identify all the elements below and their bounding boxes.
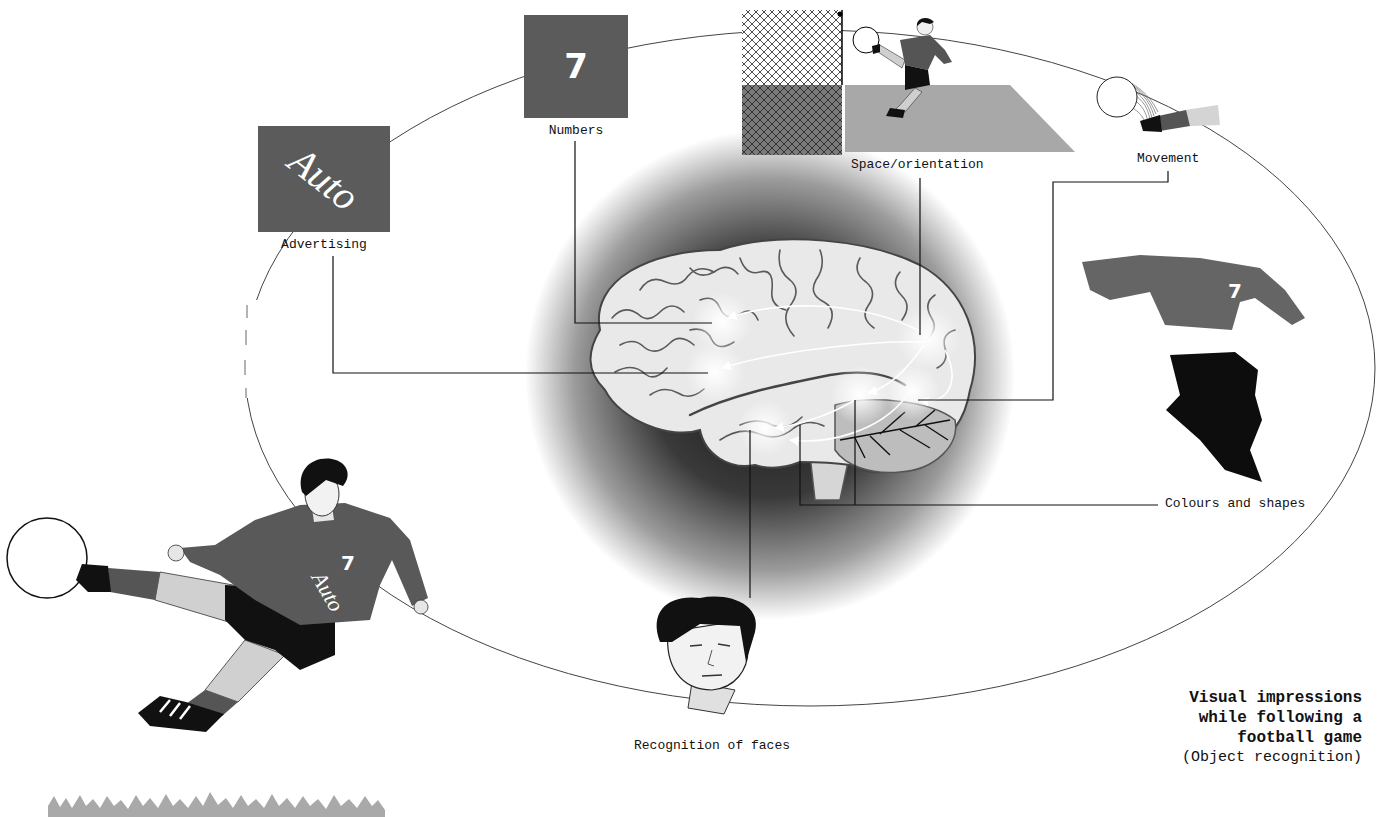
advertising-box: AutoAdvertising [258,126,390,232]
jersey-number: 7 [341,552,355,575]
football-player-part [301,459,348,496]
shirt-shape-part [1082,255,1305,330]
brain-part [590,239,974,472]
brain-part-part [640,269,714,290]
area-label: Colours and shapes [1165,497,1305,512]
activity-glow-part [737,400,793,456]
football-player-part [7,518,87,598]
area-label: Recognition of faces [634,739,790,754]
signal-arrows-part [722,342,925,368]
grass-part [48,792,385,817]
orbit-ellipse-part [236,300,258,398]
number-box: 7Numbers [524,15,628,118]
brain-part-part [857,258,874,328]
goal-scene-part [742,10,842,155]
football-player-part [168,545,184,561]
brain-part-part [779,250,796,336]
hair-shape-part [1166,352,1262,482]
football-player-part [180,503,428,625]
signal-arrows-part [920,350,952,401]
box-text: 7 [564,48,588,85]
area-label: Space/orientation [851,158,984,173]
brain-part-part [612,306,684,319]
box-text: Auto [281,138,368,219]
box-heading: Numbers [549,123,604,138]
activity-glow-part [685,342,745,402]
movement-scene [1097,77,1220,132]
leader-lines-part [800,400,1158,505]
goal-scene-part [886,108,905,118]
signal-arrows [722,306,952,441]
movement-scene-part [1140,115,1162,132]
face-drawing-part [708,650,714,666]
goal-scene-part [872,44,880,54]
title-block: Visual impressions while following a foo… [1172,688,1362,768]
goal-scene-part [878,45,905,68]
signal-arrows-part [790,398,905,441]
signal-arrows-part [868,345,924,393]
brain-part-part [690,267,738,275]
football-player-part [108,568,160,600]
leader-lines-part [333,256,708,373]
jersey-number: 7 [1228,280,1242,303]
leader-lines-part [749,430,750,598]
movement-scene-part [1158,110,1190,131]
brain-halo [525,130,1015,620]
football-player [7,459,428,732]
signal-arrows-part [775,400,855,428]
goal-scene-part [853,27,879,53]
goal-scene-part [905,65,930,90]
goal-scene-part [742,10,842,155]
brain-part-part [615,367,667,376]
face-drawing-part [690,644,730,676]
football-player-part [138,696,224,732]
goal-scene-part [900,35,952,70]
brain [590,239,974,500]
grass [48,792,385,817]
brain-part-part [895,272,907,320]
brain-halo-part [525,130,1015,620]
goal-scene-part [845,85,1075,152]
orbit-ellipse-part [245,305,247,398]
diagram-title: Visual impressions while following a foo… [1172,688,1362,748]
football-player-part [76,564,111,592]
shirt-shape [1082,255,1305,330]
activity-glow-part [896,306,960,370]
activity-glow [685,292,960,456]
activity-glow-part [830,365,890,425]
leader-lines-part [919,178,920,335]
signal-arrows-part [728,306,922,332]
brain-part-part [740,258,786,310]
goal-scene-part [841,10,843,85]
goal-scene [742,10,1075,155]
goal-scene-part [895,88,922,112]
area-label: Movement [1137,152,1199,167]
face-drawing-part [657,597,756,662]
goal-scene-part [917,19,933,35]
leader-lines [333,141,1168,598]
box-heading: Advertising [281,237,367,252]
diagram-caption: (Object recognition) [1172,748,1362,768]
goal-scene-part [917,18,934,26]
movement-scene-part [1097,77,1137,117]
face-drawing [657,597,756,714]
goal-scene-part [838,12,843,17]
hair-shape [1166,352,1262,482]
movement-scene-part [1185,105,1220,126]
football-player-part [414,600,428,614]
leader-lines-part [575,141,712,323]
football-player-part [160,700,190,719]
brain-part-part [620,338,694,351]
brain-part-part [813,250,832,328]
